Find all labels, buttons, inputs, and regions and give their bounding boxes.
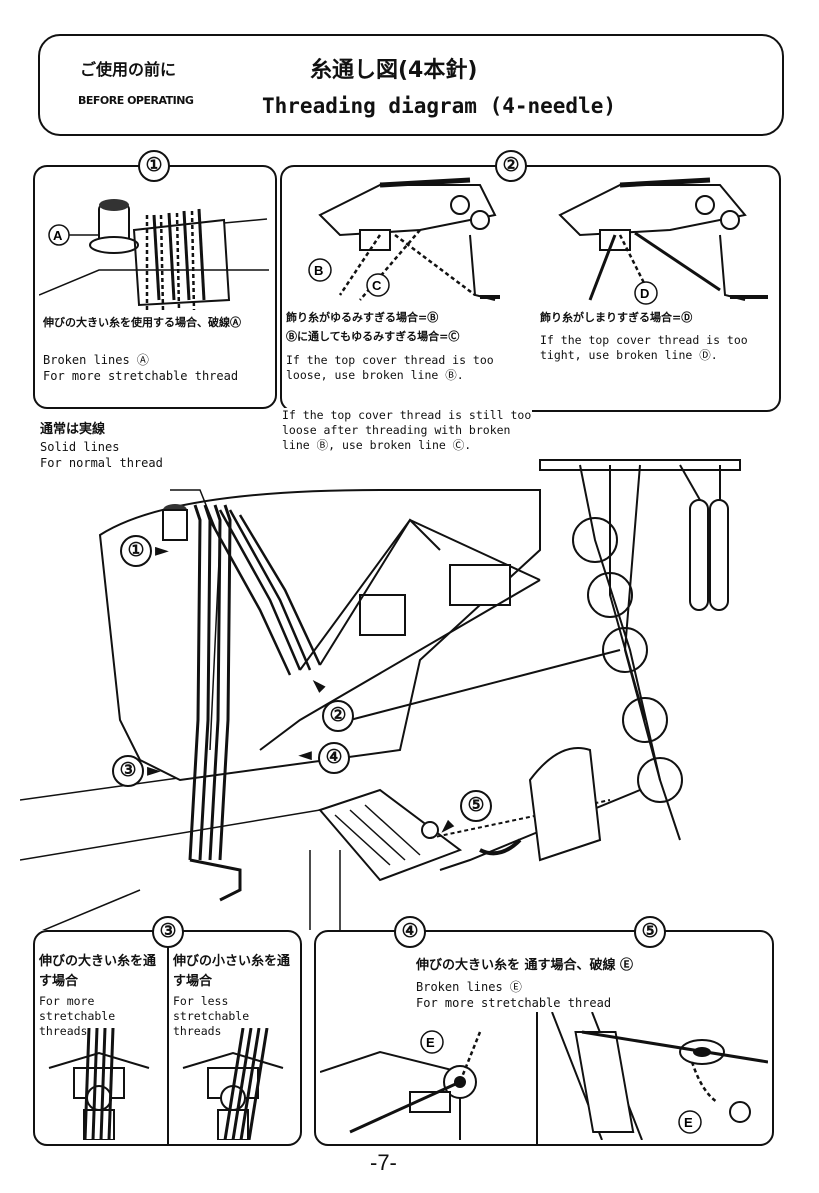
- header-jp-title: 糸通し図(4本針): [310, 58, 478, 83]
- normal-en1: Solid lines: [40, 440, 120, 454]
- section1-jp-note: 伸びの大きい糸を使用する場合、破線Ⓐ: [43, 316, 241, 329]
- section3-left-en: For more stretchable threads: [39, 994, 116, 1038]
- svg-text:C: C: [372, 278, 382, 293]
- callout-1-arrow-icon: ►: [155, 540, 169, 561]
- section45-divider: [536, 1012, 538, 1144]
- section3-figure-left: [39, 1028, 163, 1140]
- section3-right-jp: 伸びの小さい糸を通す場合: [173, 954, 291, 989]
- svg-text:B: B: [314, 263, 323, 278]
- section4-en1: Broken lines Ⓔ: [416, 980, 522, 994]
- svg-text:E: E: [426, 1035, 435, 1050]
- section3-divider: [167, 932, 169, 1144]
- machine-illustration: [20, 420, 810, 930]
- section3-right-en: For less stretchable threads: [173, 994, 250, 1038]
- section3-left-jp: 伸びの大きい糸を通す場合: [39, 954, 157, 989]
- section2-jp-left1: 飾り糸がゆるみすぎる場合=Ⓑ: [286, 311, 439, 324]
- svg-text:E: E: [684, 1115, 693, 1130]
- section2-number: ②: [495, 150, 527, 182]
- section5-figure: E: [542, 1012, 768, 1140]
- section2-figure-right: D: [540, 175, 770, 305]
- section2-box: B C D 飾り糸がゆるみすぎる場合=Ⓑ Ⓑに通してもゆるみすぎる場合=Ⓒ If…: [280, 165, 781, 412]
- section4-jp: 伸びの大きい糸を 通す場合、破線 Ⓔ: [416, 958, 634, 973]
- page-number: -7-: [370, 1150, 397, 1175]
- main-callout-5: ⑤: [460, 790, 492, 822]
- section2-en-right: If the top cover thread is too tight, us…: [540, 333, 748, 362]
- section2-figure-left: B C: [300, 175, 500, 305]
- section1-figure: A: [39, 175, 269, 320]
- svg-text:D: D: [640, 286, 649, 301]
- section2-jp-right: 飾り糸がしまりすぎる場合=Ⓓ: [540, 311, 693, 324]
- section2-en-left1: If the top cover thread is too loose, us…: [286, 353, 494, 382]
- section3-box: 伸びの大きい糸を通す場合 For more stretchable thread…: [33, 930, 302, 1146]
- header-jp-before: ご使用の前に: [80, 60, 177, 79]
- section3-figure-right: [173, 1028, 297, 1140]
- section1-box: A 伸びの大きい糸を使用する場合、破線Ⓐ Broken lines Ⓐ For …: [33, 165, 277, 409]
- section1-number: ①: [138, 150, 170, 182]
- callout-4-arrow-icon: ►: [298, 746, 312, 767]
- main-callout-2: ②: [322, 700, 354, 732]
- normal-jp: 通常は実線: [40, 422, 106, 437]
- section1-en-line1: Broken lines Ⓐ: [43, 353, 149, 367]
- section2-en-left2: If the top cover thread is still too loo…: [282, 408, 532, 453]
- section4-en2: For more stretchable thread: [416, 996, 612, 1010]
- page-title: Threading diagram (4-needle): [262, 94, 617, 118]
- normal-en2: For normal thread: [40, 456, 163, 470]
- section4-number: ④: [394, 916, 426, 948]
- main-callout-4: ④: [318, 742, 350, 774]
- section3-number: ③: [152, 916, 184, 948]
- callout-3-arrow-icon: ►: [147, 760, 161, 781]
- section5-number: ⑤: [634, 916, 666, 948]
- main-callout-3: ③: [112, 755, 144, 787]
- svg-text:A: A: [53, 228, 63, 243]
- header-box: ご使用の前に BEFORE OPERATING 糸通し図(4本針) Thread…: [38, 34, 784, 136]
- section45-box: 伸びの大きい糸を 通す場合、破線 Ⓔ Broken lines Ⓔ For mo…: [314, 930, 774, 1146]
- main-callout-1: ①: [120, 535, 152, 567]
- section2-jp-left2: Ⓑに通してもゆるみすぎる場合=Ⓒ: [286, 330, 460, 343]
- header-en-before: BEFORE OPERATING: [78, 94, 194, 107]
- section1-en-line2: For more stretchable thread: [43, 369, 239, 383]
- section4-figure: E: [320, 1012, 530, 1140]
